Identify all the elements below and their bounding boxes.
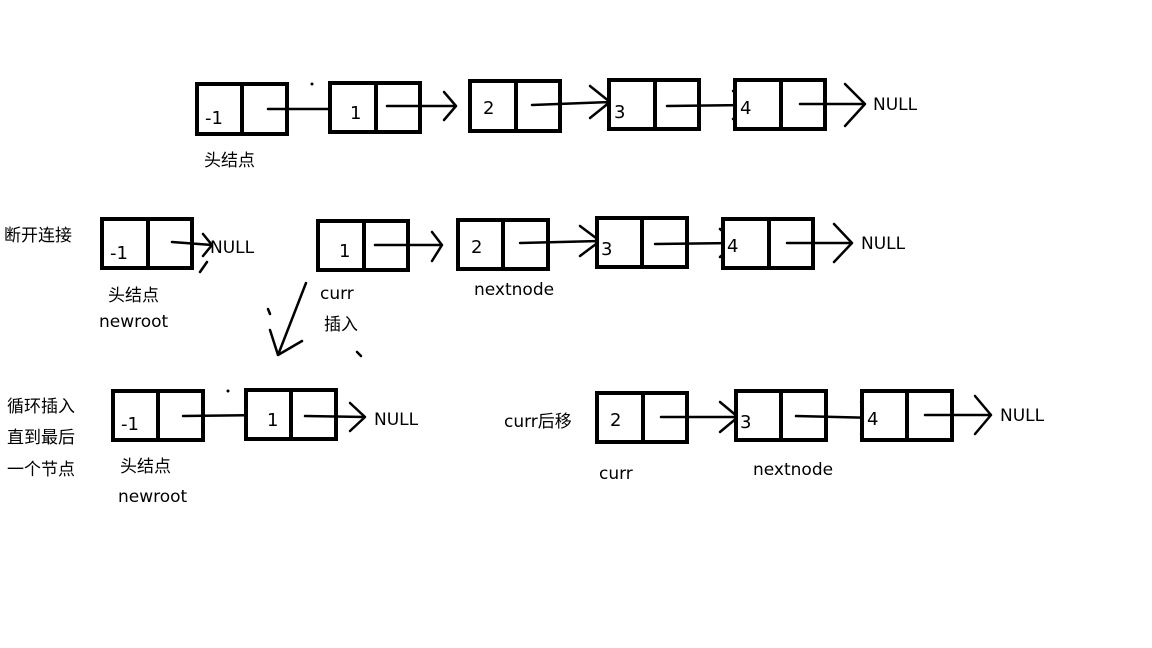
- row1-node-2: 2: [468, 79, 562, 133]
- row2-node-3: 3: [595, 216, 689, 269]
- node-value: 4: [740, 98, 751, 119]
- row1-arrow-null: [798, 82, 867, 128]
- loop-label-line1: 循环插入: [7, 397, 75, 417]
- row1-arrow-2: [385, 90, 458, 122]
- head-node-label: 头结点: [204, 151, 255, 171]
- curr-moves-label: curr后移: [504, 412, 572, 432]
- null-label-right: NULL: [1000, 406, 1045, 426]
- node-value: 3: [740, 412, 751, 433]
- null-label: NULL: [873, 95, 918, 115]
- node-value: 2: [471, 237, 482, 258]
- insert-label: 插入: [324, 315, 358, 335]
- curr-label: curr: [599, 464, 633, 484]
- disconnect-label: 断开连接: [4, 226, 72, 246]
- node-value: 1: [267, 410, 278, 431]
- node-value: 2: [483, 98, 494, 119]
- node-value: 3: [601, 239, 612, 260]
- insert-arrow: [266, 281, 363, 358]
- node-value: -1: [110, 243, 128, 264]
- node-value: 1: [339, 241, 350, 262]
- node-value: -1: [205, 108, 223, 129]
- loop-label-line2: 直到最后: [7, 428, 75, 448]
- head-node-label: 头结点: [108, 286, 159, 306]
- node-value: 3: [614, 102, 625, 123]
- stray-dot: [226, 389, 230, 393]
- null-label-left: NULL: [374, 410, 419, 430]
- loop-label-line3: 一个节点: [7, 460, 75, 480]
- row3-arrow-null-right: [923, 394, 993, 436]
- row2-node-2: 2: [456, 218, 550, 271]
- row3-node-m1: -1: [111, 389, 205, 442]
- newroot-label: newroot: [118, 487, 188, 507]
- row3-node-1: 1: [244, 388, 338, 441]
- stray-dot: [310, 82, 314, 86]
- row2-arrow-1: [373, 230, 444, 263]
- node-value: 4: [867, 409, 878, 430]
- row2-head-arrow-null: [170, 232, 214, 274]
- nextnode-label: nextnode: [753, 460, 833, 480]
- node-value: 4: [727, 236, 738, 257]
- row1-node-3: 3: [607, 78, 701, 131]
- nextnode-label: nextnode: [474, 280, 554, 300]
- head-null-label: NULL: [210, 238, 255, 258]
- newroot-label: newroot: [99, 312, 169, 332]
- head-node-label: 头结点: [120, 457, 171, 477]
- row3-arrow-null-left: [303, 401, 367, 433]
- node-value: 1: [350, 103, 361, 124]
- row1-node-1: 1: [328, 81, 422, 134]
- null-label: NULL: [861, 234, 906, 254]
- node-value: 2: [610, 410, 621, 431]
- row2-arrow-null: [785, 222, 854, 264]
- node-value: -1: [121, 414, 139, 435]
- row3-node-3: 3: [734, 389, 828, 442]
- curr-label: curr: [320, 284, 354, 304]
